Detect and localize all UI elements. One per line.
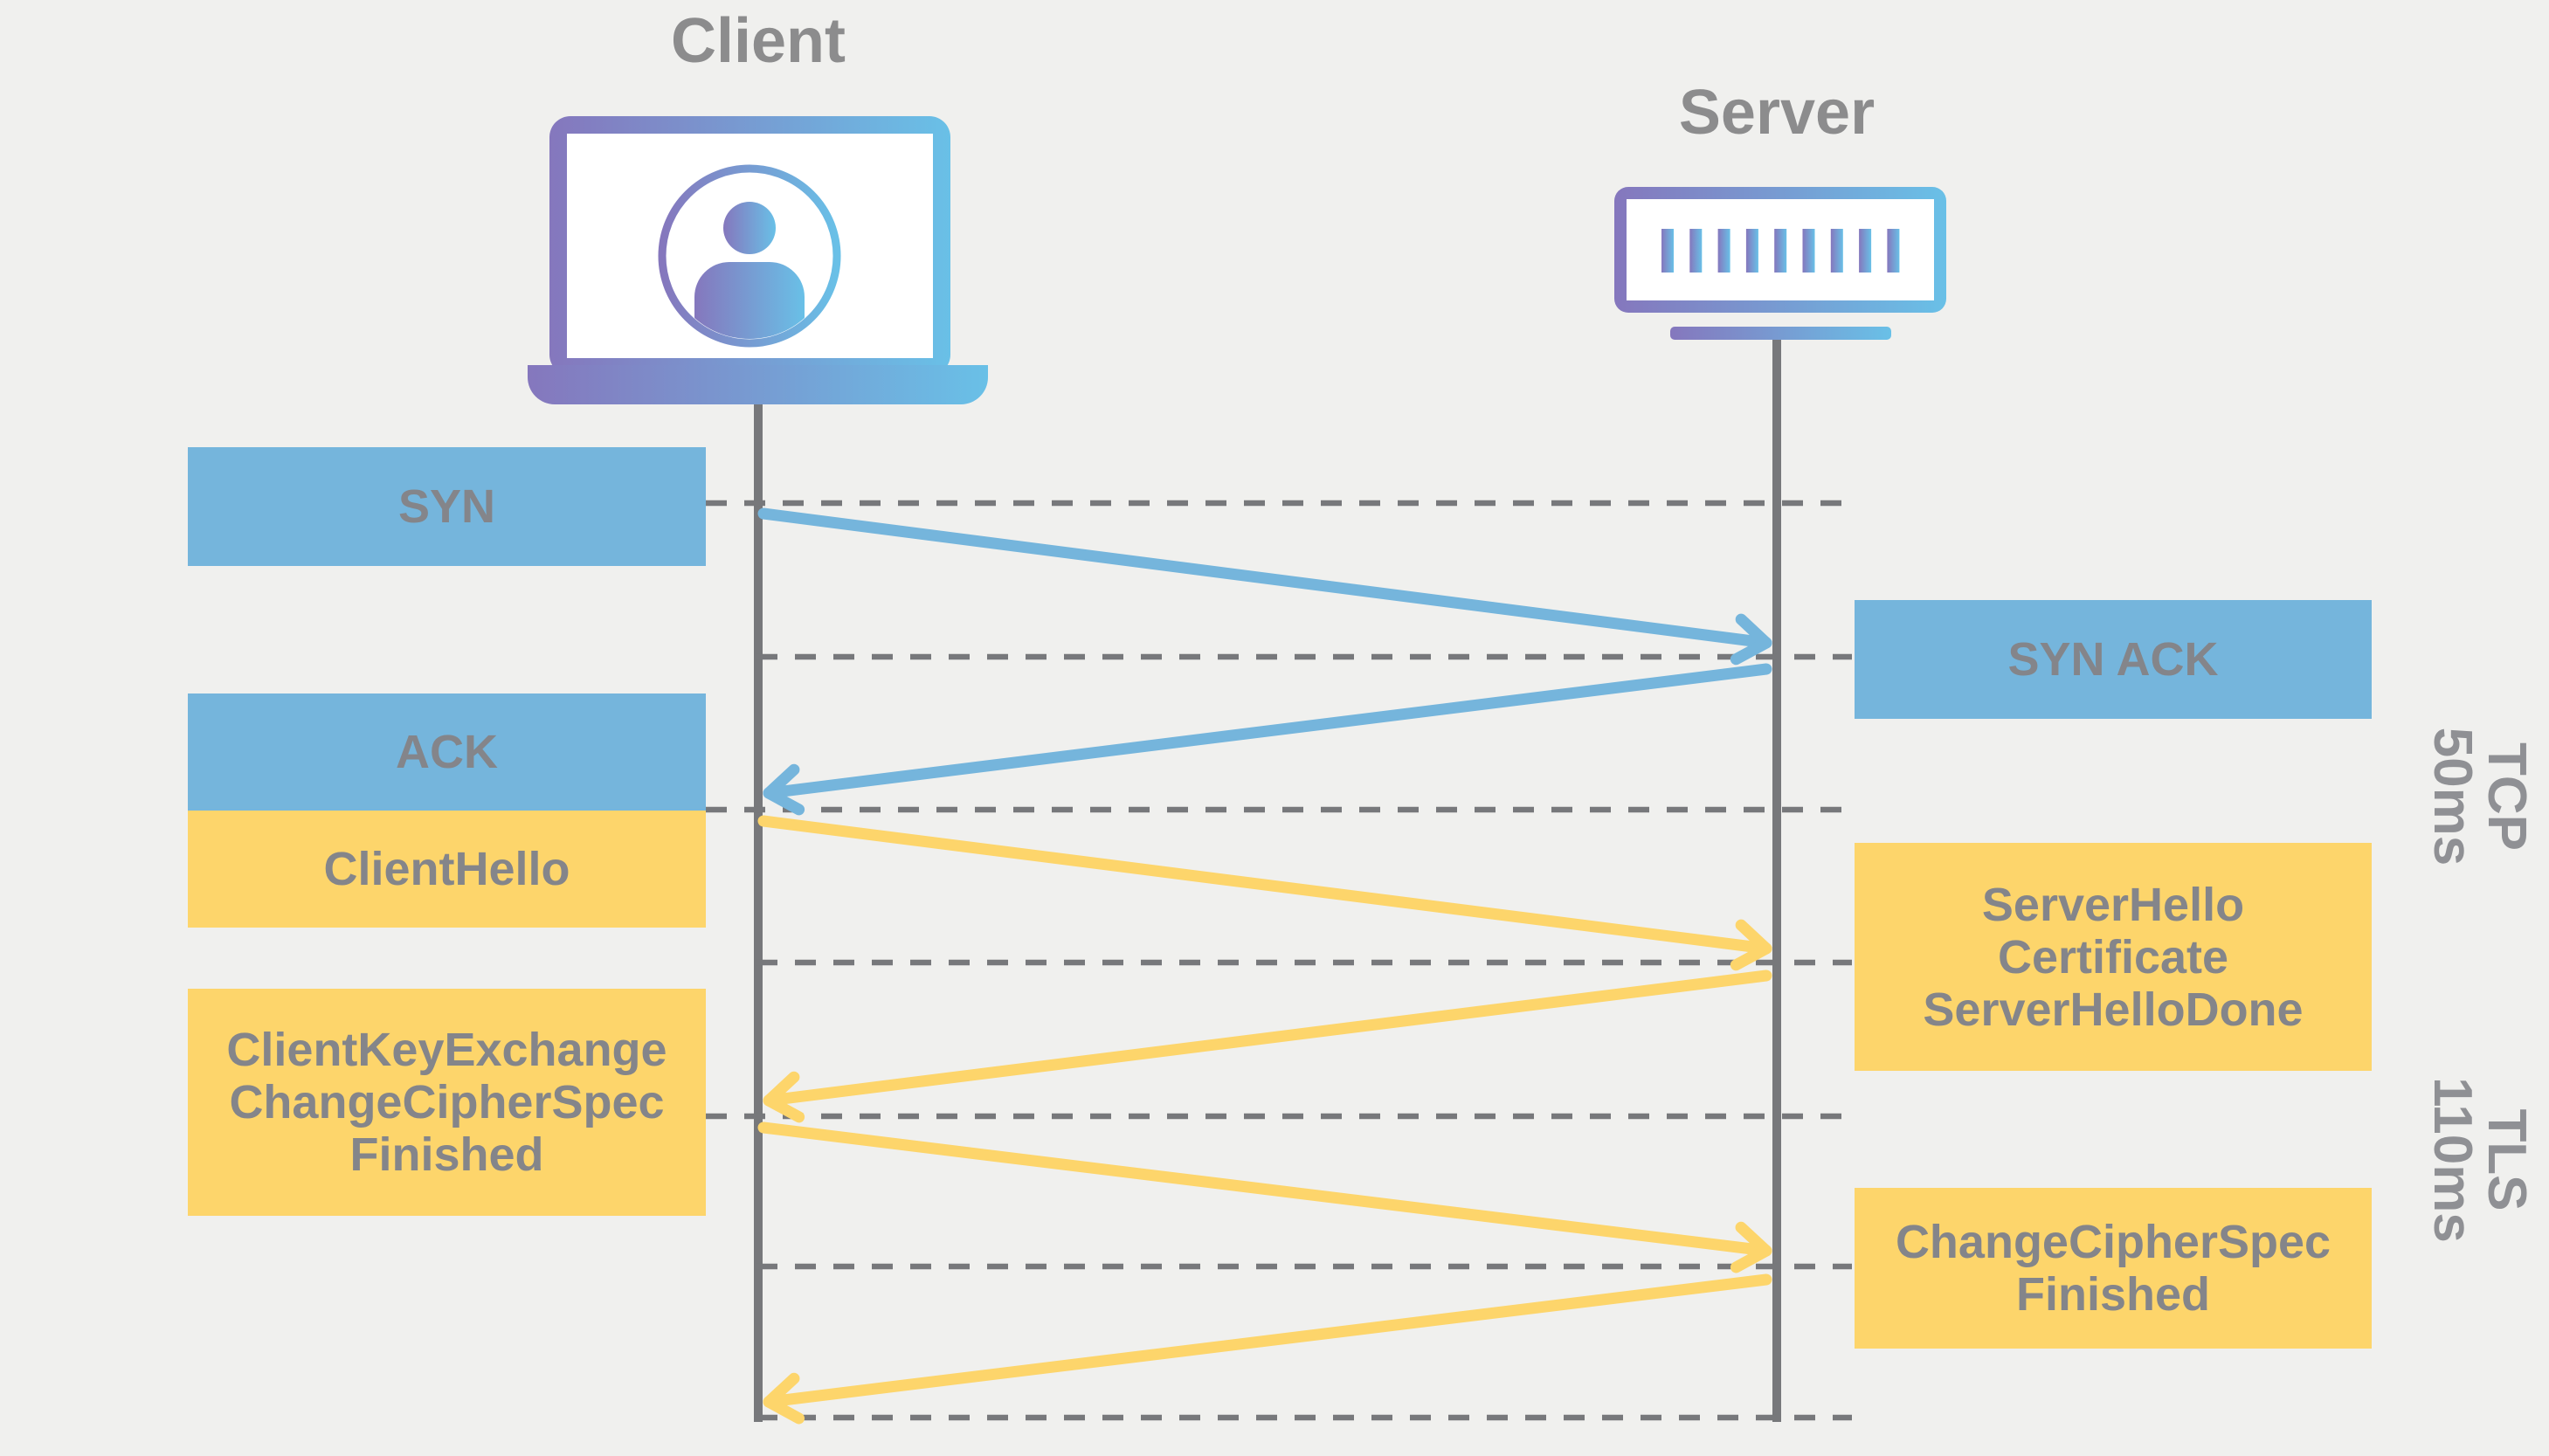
change-cipher-spec-arrow bbox=[763, 1273, 1772, 1425]
server-vent-bar bbox=[1689, 229, 1703, 273]
user-avatar-icon bbox=[658, 164, 841, 348]
client-key-exchange-box: ClientKeyExchange ChangeCipherSpec Finis… bbox=[188, 989, 706, 1216]
client-title: Client bbox=[670, 6, 846, 76]
syn-ack-label: SYN ACK bbox=[2007, 633, 2219, 686]
server-icon bbox=[1614, 187, 1946, 340]
tls-phase-latency: 110ms bbox=[2422, 1077, 2483, 1243]
tcp-phase-latency: 50ms bbox=[2422, 727, 2483, 866]
server-hello-line: ServerHello bbox=[1981, 878, 2245, 931]
client-hello-label: ClientHello bbox=[323, 843, 570, 895]
laptop-icon bbox=[528, 116, 988, 404]
server-vent-bar bbox=[1745, 229, 1758, 273]
syn-ack-box: SYN ACK bbox=[1855, 600, 2372, 719]
tcp-phase-label: TCP 50ms bbox=[2409, 622, 2549, 971]
change-cipher-spec-line: Finished bbox=[2015, 1268, 2210, 1321]
tls-phase-label: TLS 110ms bbox=[2409, 985, 2549, 1335]
server-hello-arrow bbox=[763, 970, 1772, 1123]
client-hello-arrow bbox=[757, 815, 1772, 971]
avatar-body bbox=[694, 262, 805, 339]
tls-phase-protocol: TLS bbox=[2476, 1108, 2537, 1211]
syn-ack-arrow bbox=[763, 663, 1772, 816]
server-hello-line: Certificate bbox=[1997, 930, 2229, 983]
server-vent-bar bbox=[1830, 229, 1843, 273]
client-key-exchange-arrow bbox=[757, 1121, 1772, 1273]
server-vent-bar bbox=[1717, 229, 1730, 273]
client-key-exchange-line: ClientKeyExchange bbox=[226, 1024, 667, 1076]
syn-label: SYN bbox=[397, 480, 496, 533]
server-vent-bar bbox=[1859, 229, 1872, 273]
server-vent-bar bbox=[1774, 229, 1787, 273]
server-vent-bar bbox=[1661, 229, 1674, 273]
server-vent-bar bbox=[1887, 229, 1900, 273]
syn-box: SYN bbox=[188, 447, 706, 566]
server-title: Server bbox=[1678, 78, 1875, 148]
client-key-exchange-line: Finished bbox=[349, 1128, 544, 1181]
ack-label: ACK bbox=[396, 726, 498, 778]
server-hello-box: ServerHello Certificate ServerHelloDone bbox=[1855, 843, 2372, 1071]
client-key-exchange-line: ChangeCipherSpec bbox=[229, 1076, 665, 1128]
server-vent-bars bbox=[1661, 229, 1900, 273]
server-vent-bar bbox=[1802, 229, 1815, 273]
ack-box: ACK bbox=[188, 693, 706, 811]
change-cipher-spec-line: ChangeCipherSpec bbox=[1895, 1216, 2331, 1268]
client-hello-box: ClientHello bbox=[188, 811, 706, 928]
server-base bbox=[1670, 327, 1891, 340]
change-cipher-spec-box: ChangeCipherSpec Finished bbox=[1855, 1188, 2372, 1349]
syn-arrow bbox=[757, 507, 1772, 666]
avatar-head bbox=[723, 202, 776, 254]
tcp-phase-protocol: TCP bbox=[2476, 742, 2537, 851]
server-hello-line: ServerHelloDone bbox=[1923, 983, 2304, 1036]
